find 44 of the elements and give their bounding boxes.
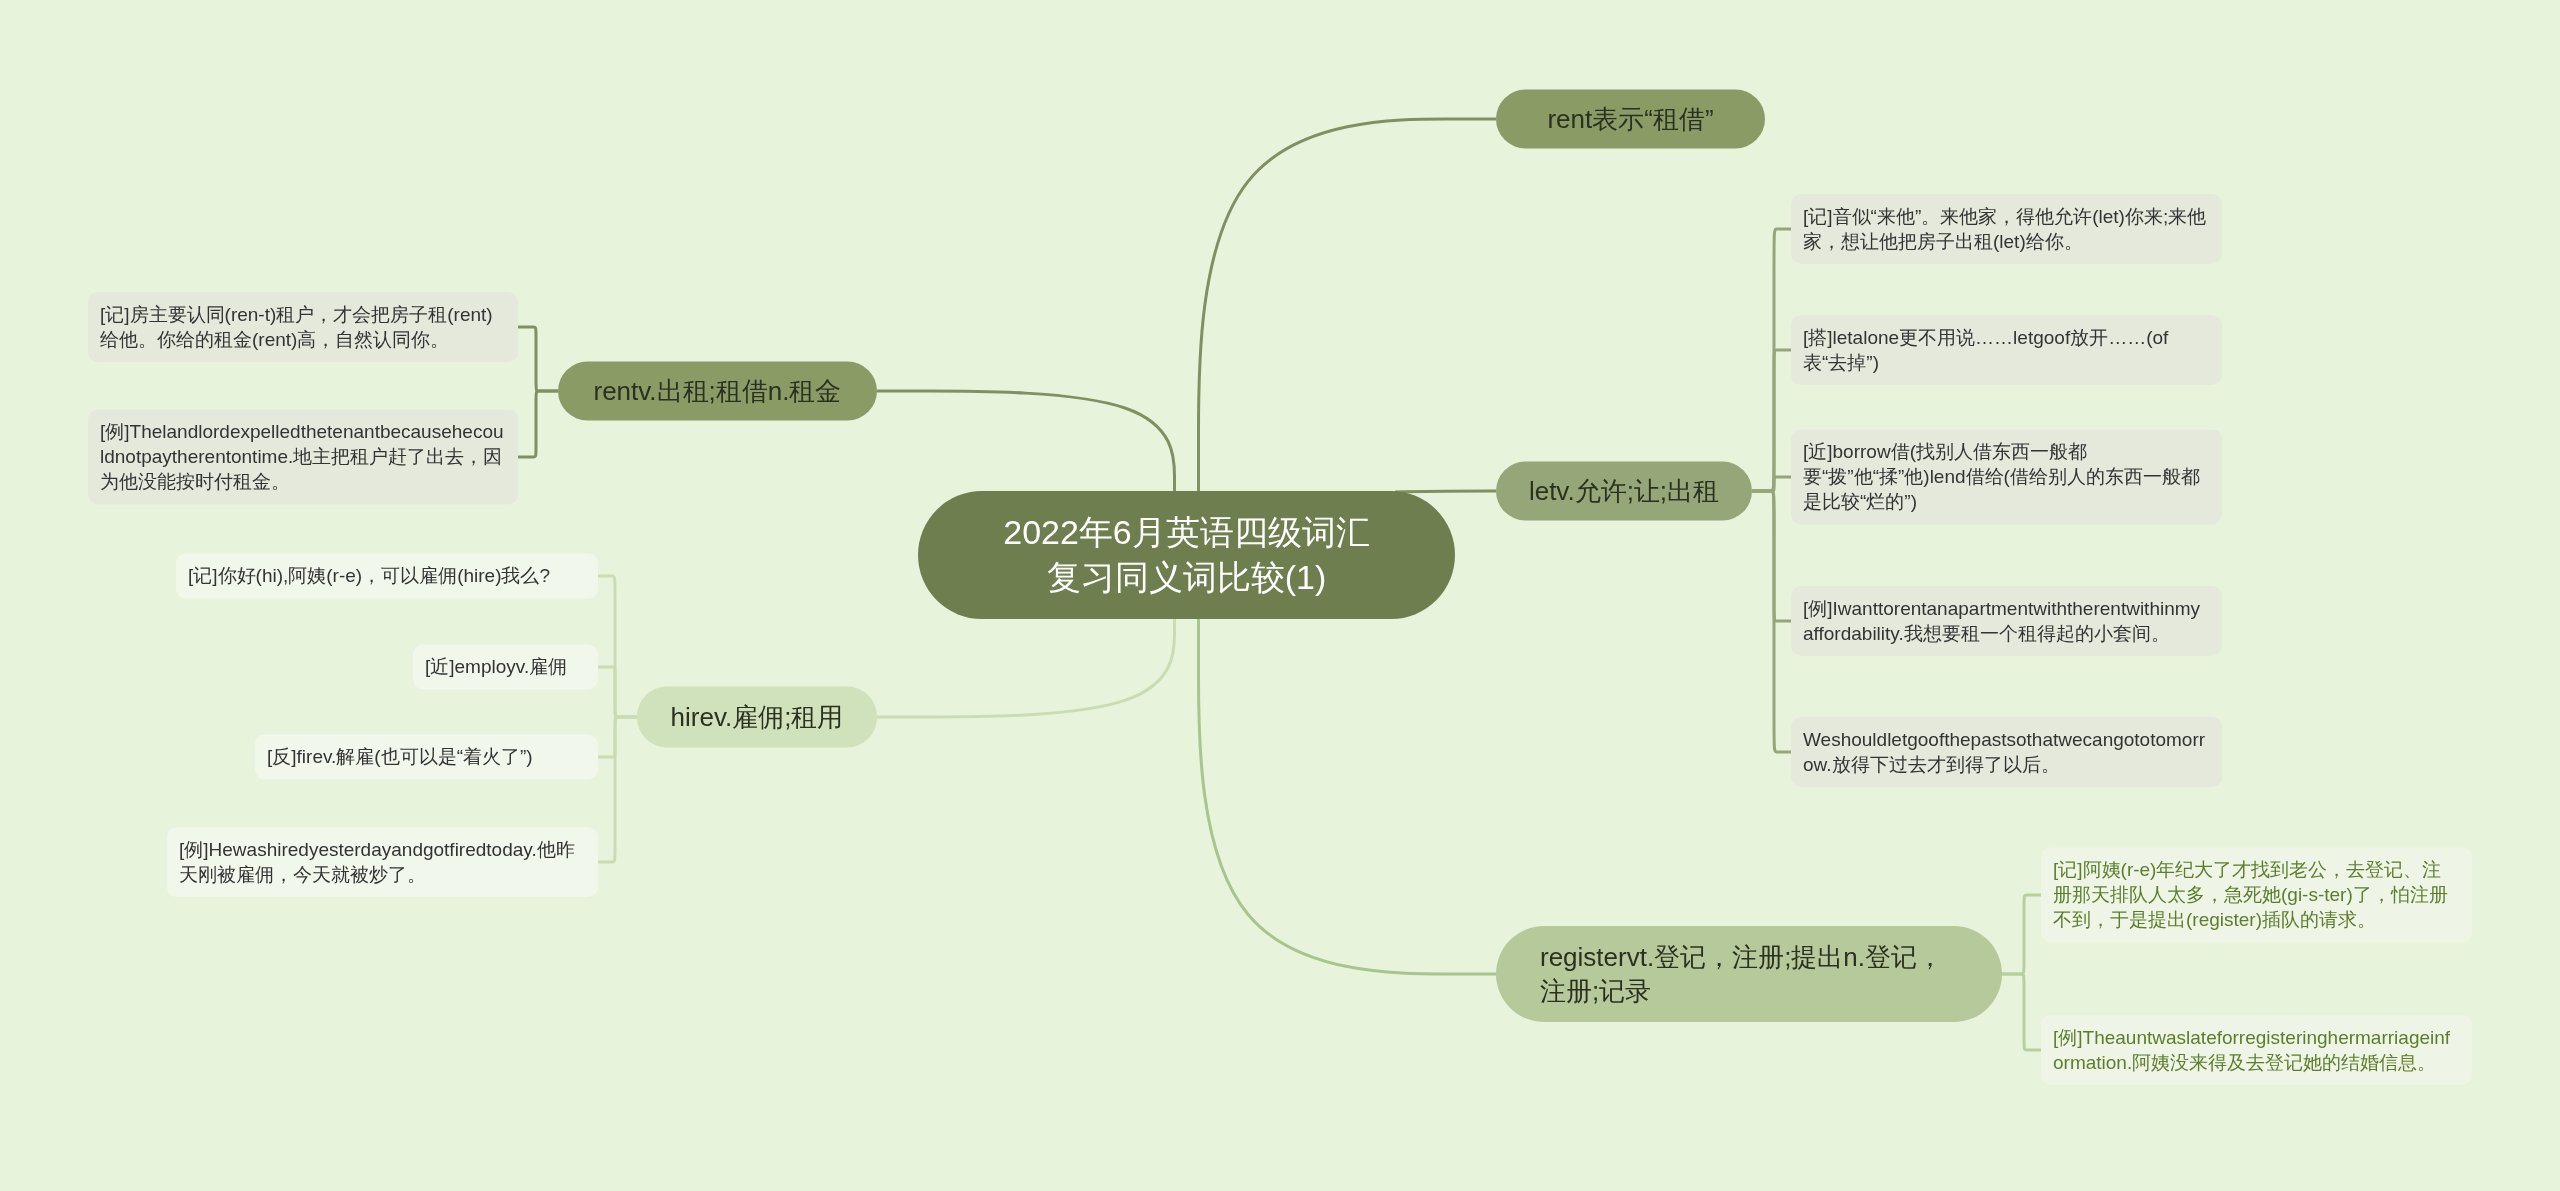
note-card — [167, 826, 598, 898]
topic-text: letv.允许;让;出租 — [1528, 474, 1720, 508]
note-card — [2041, 1014, 2472, 1086]
topic-text: [搭]letalone更不用说……letgoof放开……(of表“去掉”) — [1803, 325, 2170, 375]
topic-text: rentv.出租;租借n.租金 — [593, 374, 842, 408]
note-card — [1791, 585, 2222, 657]
topic-text: [记]音似“来他”。来他家，得他允许(let)你来;来他家，想让他把房子出租(let)给你。 — [1803, 204, 2208, 254]
topic-pill — [1496, 461, 1752, 521]
branch-line — [518, 389, 558, 459]
topic-text: [记]阿姨(r-e)年纪大了才找到老公，去登记、注册那天排队人太多，急死她(gi-s-ter)了，怕注册不到，于是提出(register)插队的请求。 — [2053, 858, 2449, 933]
note-card — [1791, 429, 2222, 525]
topic-text: [反]firev.解雇(也可以是“着火了”) — [267, 745, 533, 770]
note-card — [2041, 847, 2472, 943]
topic-text: [记]你好(hi),阿姨(r-e)，可以雇佣(hire)我么? — [188, 564, 551, 589]
topic-pill — [1496, 89, 1765, 149]
branch-line — [2002, 972, 2041, 1052]
note-card — [1791, 193, 2222, 265]
branch-line — [1197, 117, 1496, 493]
note-card — [255, 734, 598, 780]
topic-text: [例]Hewashiredyesterdayandgotfiredtoday.他昨天刚被雇佣，今天就被炒了。 — [179, 837, 576, 887]
branch-line — [877, 389, 1176, 493]
note-card — [413, 644, 598, 690]
branch-line — [1197, 617, 1496, 976]
topic-text: rent表示“租借” — [1547, 102, 1714, 136]
topic-text: registervt.登记，注册;提出n.登记，注册;记录 — [1540, 940, 1945, 1008]
topic-text: [近]employv.雇佣 — [425, 655, 568, 680]
topic-text: [近]borrow借(找别人借东西一般都要“拨”他“揉”他)lend借给(借给别人的东西一般都是比较“烂的”) — [1803, 440, 2201, 515]
topic-pill — [558, 361, 877, 421]
topic-text: 2022年6月英语四级词汇复习同义词比较(1) — [1002, 512, 1371, 598]
note-card — [176, 553, 598, 599]
note-card — [1791, 314, 2222, 386]
branch-line — [1752, 489, 1791, 754]
note-card — [88, 291, 518, 363]
note-card — [1791, 716, 2222, 788]
topic-text: [例]Iwanttorentanapartmentwiththerentwithinmyaffordability.我想要租一个租得起的小套间。 — [1803, 596, 2202, 646]
topic-text: [例]Theauntwaslateforregisteringhermarriageinformation.阿姨没来得及去登记她的结婚信息。 — [2053, 1025, 2452, 1075]
branch-line — [1394, 489, 1496, 494]
branch-line — [877, 617, 1176, 719]
topic-text: Weshouldletgoofthepastsothatwecangototomorrow.放得下过去才到得了以后。 — [1803, 727, 2207, 777]
topic-text: [记]房主要认同(ren-t)租户，才会把房子租(rent)给他。你给的租金(rent)高，自然认同你。 — [100, 302, 494, 352]
topic-text: [例]Thelandlordexpelledthetenantbecausehecouldnotpaytherentontime.地主把租户赶了出去，因为他没能按时付租金。 — [100, 420, 505, 495]
branch-line — [598, 715, 637, 864]
note-card — [88, 409, 518, 505]
topic-text: hirev.雇佣;租用 — [670, 700, 844, 734]
